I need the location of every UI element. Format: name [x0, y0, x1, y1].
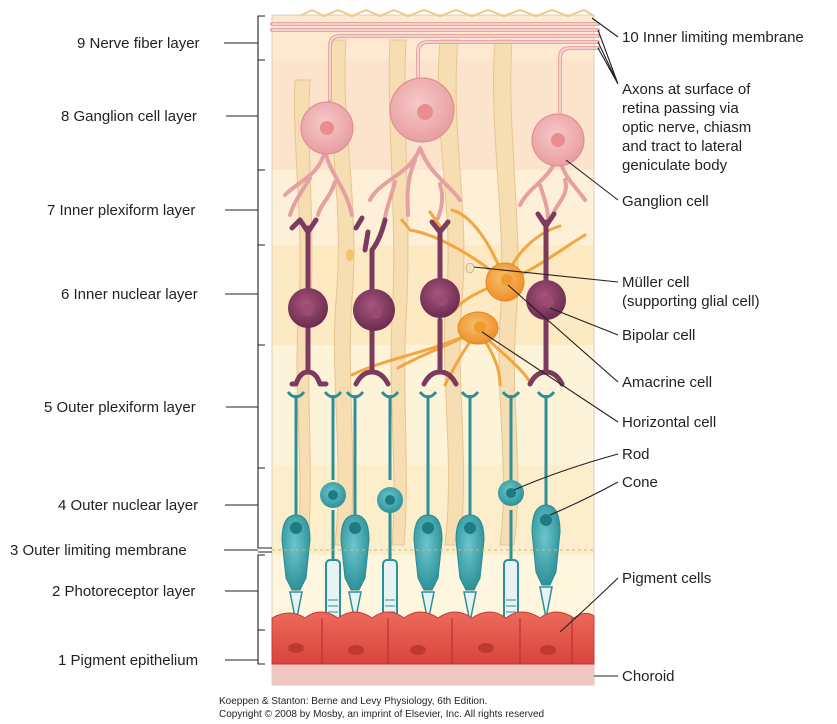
label-inner-nuclear-layer: 6 Inner nuclear layer: [61, 286, 198, 303]
label-rod: Rod: [622, 446, 650, 463]
label-muller-cell-line-2: (supporting glial cell): [622, 293, 760, 310]
figure-credit: Koeppen & Stanton: Berne and Levy Physio…: [219, 696, 544, 720]
credit-line-1: Koeppen & Stanton: Berne and Levy Physio…: [219, 696, 487, 707]
label-axons-line-1: Axons at surface of: [622, 81, 751, 98]
left-labels: 9 Nerve fiber layer 8 Ganglion cell laye…: [10, 35, 258, 669]
label-axons-line-4: and tract to lateral: [622, 138, 742, 155]
label-nerve-fiber-layer: 9 Nerve fiber layer: [77, 35, 200, 52]
label-inner-plexiform-layer: 7 Inner plexiform layer: [47, 202, 195, 219]
label-axons-line-2: retina passing via: [622, 100, 739, 117]
label-cone: Cone: [622, 474, 658, 491]
label-muller-cell-line-1: Müller cell: [622, 274, 690, 291]
pigment-epithelium-cells: [272, 612, 594, 664]
label-inner-limiting-membrane: 10 Inner limiting membrane: [622, 29, 804, 46]
label-pigment-cells: Pigment cells: [622, 570, 711, 587]
label-horizontal-cell: Horizontal cell: [622, 414, 716, 431]
label-outer-nuclear-layer: 4 Outer nuclear layer: [58, 497, 198, 514]
label-axons-line-5: geniculate body: [622, 157, 728, 174]
credit-line-2: Copyright © 2008 by Mosby, an imprint of…: [219, 709, 544, 720]
label-bipolar-cell: Bipolar cell: [622, 327, 695, 344]
label-pigment-epithelium: 1 Pigment epithelium: [58, 652, 198, 669]
label-ganglion-cell-layer: 8 Ganglion cell layer: [61, 108, 197, 125]
label-choroid: Choroid: [622, 668, 675, 685]
choroid-band: [272, 662, 594, 685]
label-outer-plexiform-layer: 5 Outer plexiform layer: [44, 399, 196, 416]
label-axons-line-3: optic nerve, chiasm: [622, 119, 751, 136]
label-photoreceptor-layer: 2 Photoreceptor layer: [52, 583, 195, 600]
label-amacrine-cell: Amacrine cell: [622, 374, 712, 391]
label-ganglion-cell: Ganglion cell: [622, 193, 709, 210]
left-layer-brackets: [258, 16, 272, 664]
label-outer-limiting-membrane: 3 Outer limiting membrane: [10, 542, 187, 559]
